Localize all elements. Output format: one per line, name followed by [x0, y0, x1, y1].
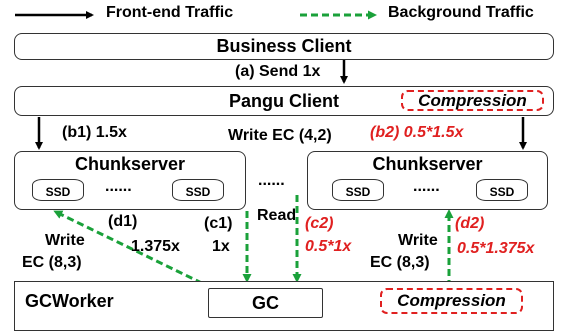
d1-ratio-label: 1.375x: [131, 238, 180, 255]
chunkserver-left: Chunkserver SSD ...... SSD: [14, 151, 246, 210]
chunkserver-right: Chunkserver SSD ...... SSD: [307, 151, 548, 210]
ssd-left-1: SSD: [32, 179, 84, 201]
d1-id-label: (d1): [108, 213, 138, 230]
read-label: Read: [257, 207, 297, 224]
business-client-box: Business Client: [14, 33, 554, 60]
pangu-client-label: Pangu Client: [228, 90, 339, 111]
business-client-label: Business Client: [216, 36, 352, 56]
ssd-right-2-label: SSD: [489, 185, 515, 199]
write-ec-top-label: Write EC (4,2): [228, 127, 332, 144]
pangu-compression-box: Compression: [401, 90, 544, 111]
ssd-left-2-label: SSD: [185, 185, 211, 199]
c2-ratio-label: 0.5*1x: [305, 238, 352, 255]
middle-dots: ......: [258, 172, 285, 189]
c2-id-label: (c2): [305, 215, 334, 232]
ssd-left-2: SSD: [172, 179, 224, 201]
ssd-right-1: SSD: [332, 179, 384, 201]
legend-background-label: Background Traffic: [388, 4, 534, 21]
arrows-layer: [15, 10, 527, 301]
gc-box: GC: [208, 288, 323, 318]
ssd-right-2: SSD: [476, 179, 528, 201]
gcworker-compression-label: Compression: [397, 291, 506, 310]
d1-write-label: Write: [45, 232, 85, 249]
d1-arrow: [53, 210, 213, 290]
d2-ec-label: EC (8,3): [370, 254, 430, 271]
chunkserver-left-label: Chunkserver: [74, 154, 186, 174]
c1-id-label: (c1): [204, 215, 233, 232]
gcworker-label: GCWorker: [25, 291, 114, 311]
b2-label: (b2) 0.5*1.5x: [370, 124, 464, 141]
gcworker-compression-box: Compression: [380, 288, 523, 314]
d1-ec-label: EC (8,3): [22, 254, 82, 271]
ssd-right-1-label: SSD: [345, 185, 371, 199]
d2-id-label: (d2): [455, 215, 485, 232]
d2-ratio-label: 0.5*1.375x: [457, 240, 535, 257]
gc-label: GC: [252, 292, 279, 313]
chunkserver-right-label: Chunkserver: [372, 154, 483, 174]
pangu-compression-label: Compression: [418, 90, 527, 110]
chunkserver-left-dots: ......: [105, 178, 132, 195]
b1-label: (b1) 1.5x: [62, 124, 127, 141]
chunkserver-right-dots: ......: [413, 178, 440, 195]
d2-write-label: Write: [398, 232, 438, 249]
ssd-left-1-label: SSD: [45, 185, 71, 199]
send-label: (a) Send 1x: [235, 63, 321, 80]
c1-ratio-label: 1x: [212, 238, 230, 255]
legend-frontend-label: Front-end Traffic: [106, 4, 234, 21]
